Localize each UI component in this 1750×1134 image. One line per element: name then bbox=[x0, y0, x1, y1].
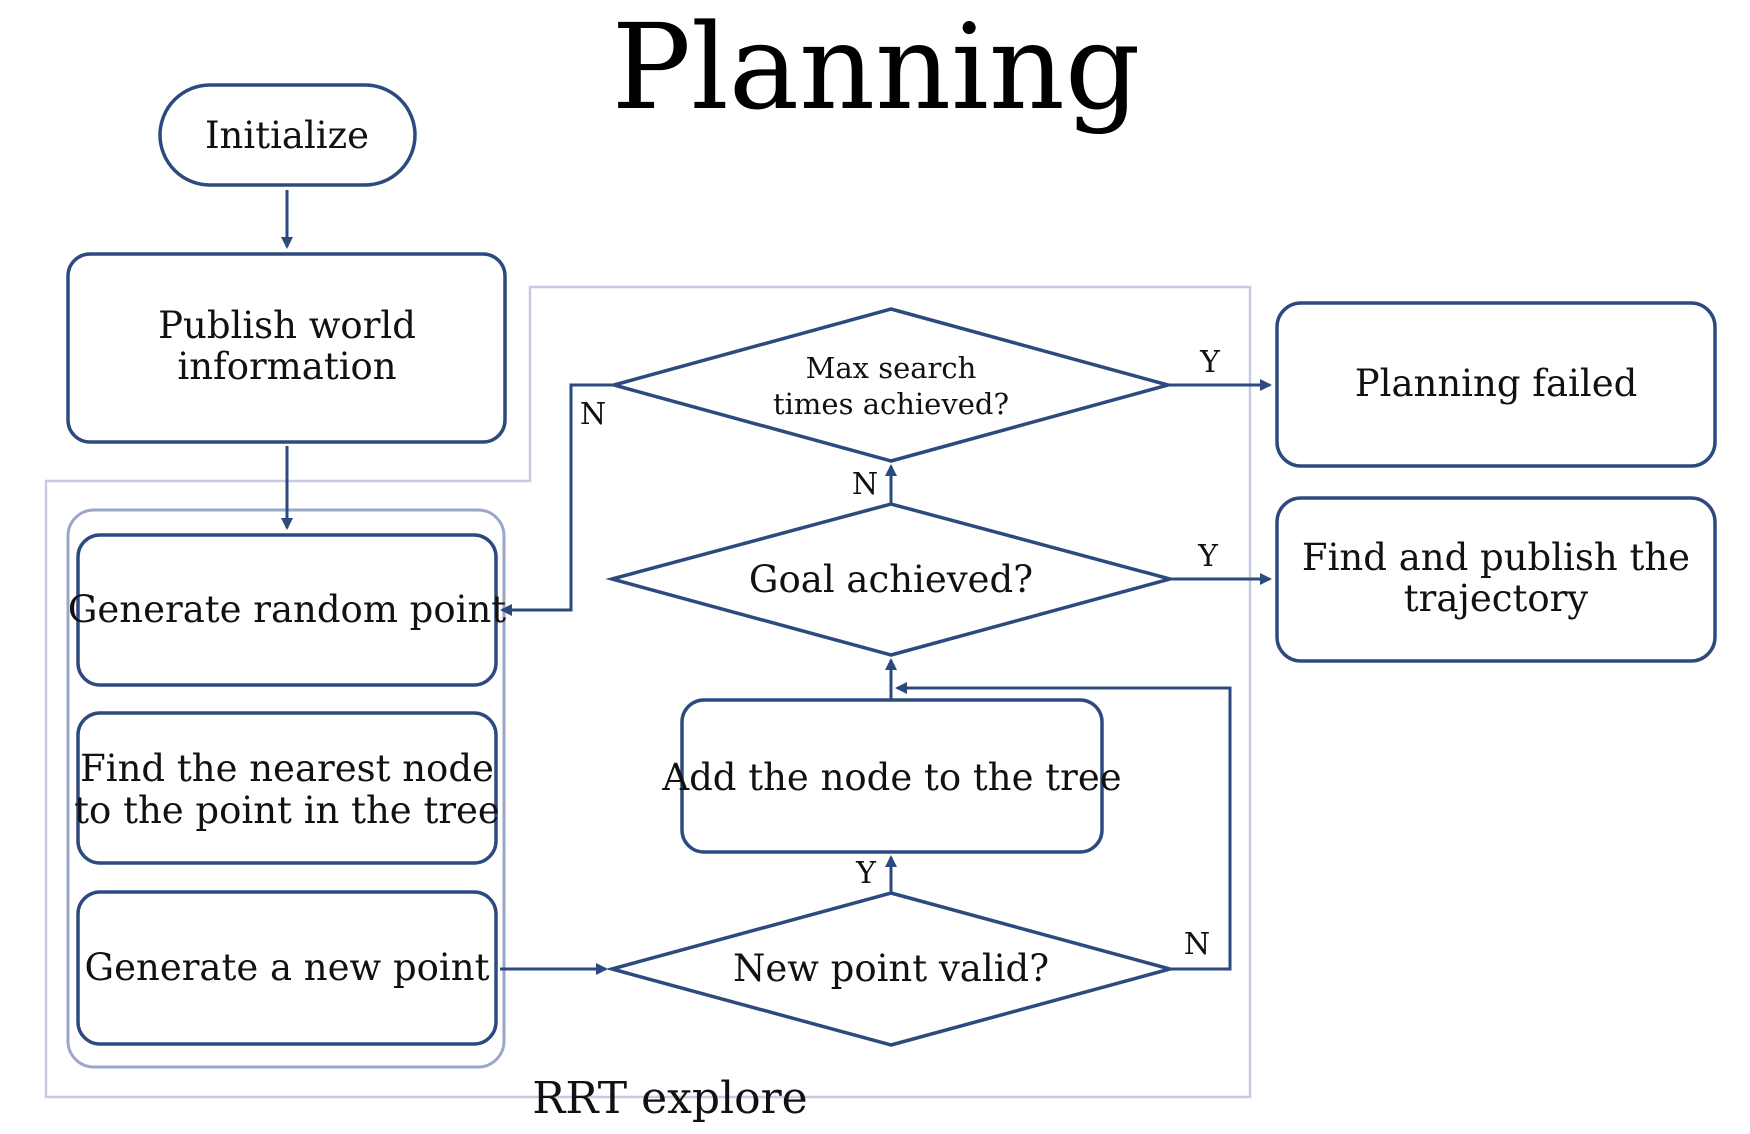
node-add-node: Add the node to the tree bbox=[661, 698, 1122, 854]
node-add-node-label: Add the node to the tree bbox=[661, 756, 1121, 799]
edge-label-max-yes: Y bbox=[1199, 345, 1221, 380]
node-generate-random-point-label: Generate random point bbox=[68, 588, 506, 631]
rrt-explore-region bbox=[44, 285, 1252, 1099]
node-new-point-valid: New point valid? bbox=[605, 891, 1177, 1047]
node-goal-achieved: Goal achieved? bbox=[605, 502, 1177, 657]
edge-label-valid-no: N bbox=[1184, 927, 1210, 962]
node-planning-failed-label: Planning failed bbox=[1355, 362, 1638, 405]
node-generate-new-point-label: Generate a new point bbox=[85, 946, 490, 989]
node-publish-world-line-2: information bbox=[177, 345, 396, 388]
node-max-search: Max search times achieved? bbox=[607, 307, 1175, 463]
node-find-publish-line-1: Find and publish the bbox=[1302, 536, 1690, 579]
edge-max-no-to-generate-random bbox=[500, 383, 614, 616]
node-goal-achieved-label: Goal achieved? bbox=[749, 558, 1033, 601]
node-max-search-line-1: Max search bbox=[806, 351, 977, 385]
node-max-search-line-2: times achieved? bbox=[773, 387, 1009, 421]
node-find-nearest-line-1: Find the nearest node bbox=[80, 747, 494, 790]
node-publish-world: Publish world information bbox=[66, 252, 507, 444]
node-find-nearest-line-2: to the point in the tree bbox=[74, 789, 500, 832]
node-find-publish-line-2: trajectory bbox=[1404, 577, 1589, 620]
edge-valid-no-to-goal bbox=[895, 682, 1232, 971]
edge-label-valid-yes: Y bbox=[855, 856, 877, 891]
edge-label-goal-no: N bbox=[852, 467, 878, 502]
rrt-explore-label: RRT explore bbox=[532, 1073, 807, 1124]
node-generate-random-point: Generate random point bbox=[68, 533, 506, 687]
node-planning-failed: Planning failed bbox=[1275, 301, 1717, 468]
node-new-point-valid-label: New point valid? bbox=[733, 947, 1049, 990]
node-generate-new-point: Generate a new point bbox=[76, 890, 498, 1046]
diagram-title: Planning bbox=[612, 0, 1141, 136]
node-find-publish-trajectory: Find and publish the trajectory bbox=[1275, 496, 1717, 663]
node-find-nearest: Find the nearest node to the point in th… bbox=[74, 711, 500, 865]
edge-label-max-no: N bbox=[580, 397, 606, 432]
node-publish-world-line-1: Publish world bbox=[158, 304, 416, 347]
edge-label-goal-yes: Y bbox=[1197, 539, 1219, 574]
node-initialize-label: Initialize bbox=[205, 114, 369, 157]
node-initialize: Initialize bbox=[158, 83, 417, 187]
